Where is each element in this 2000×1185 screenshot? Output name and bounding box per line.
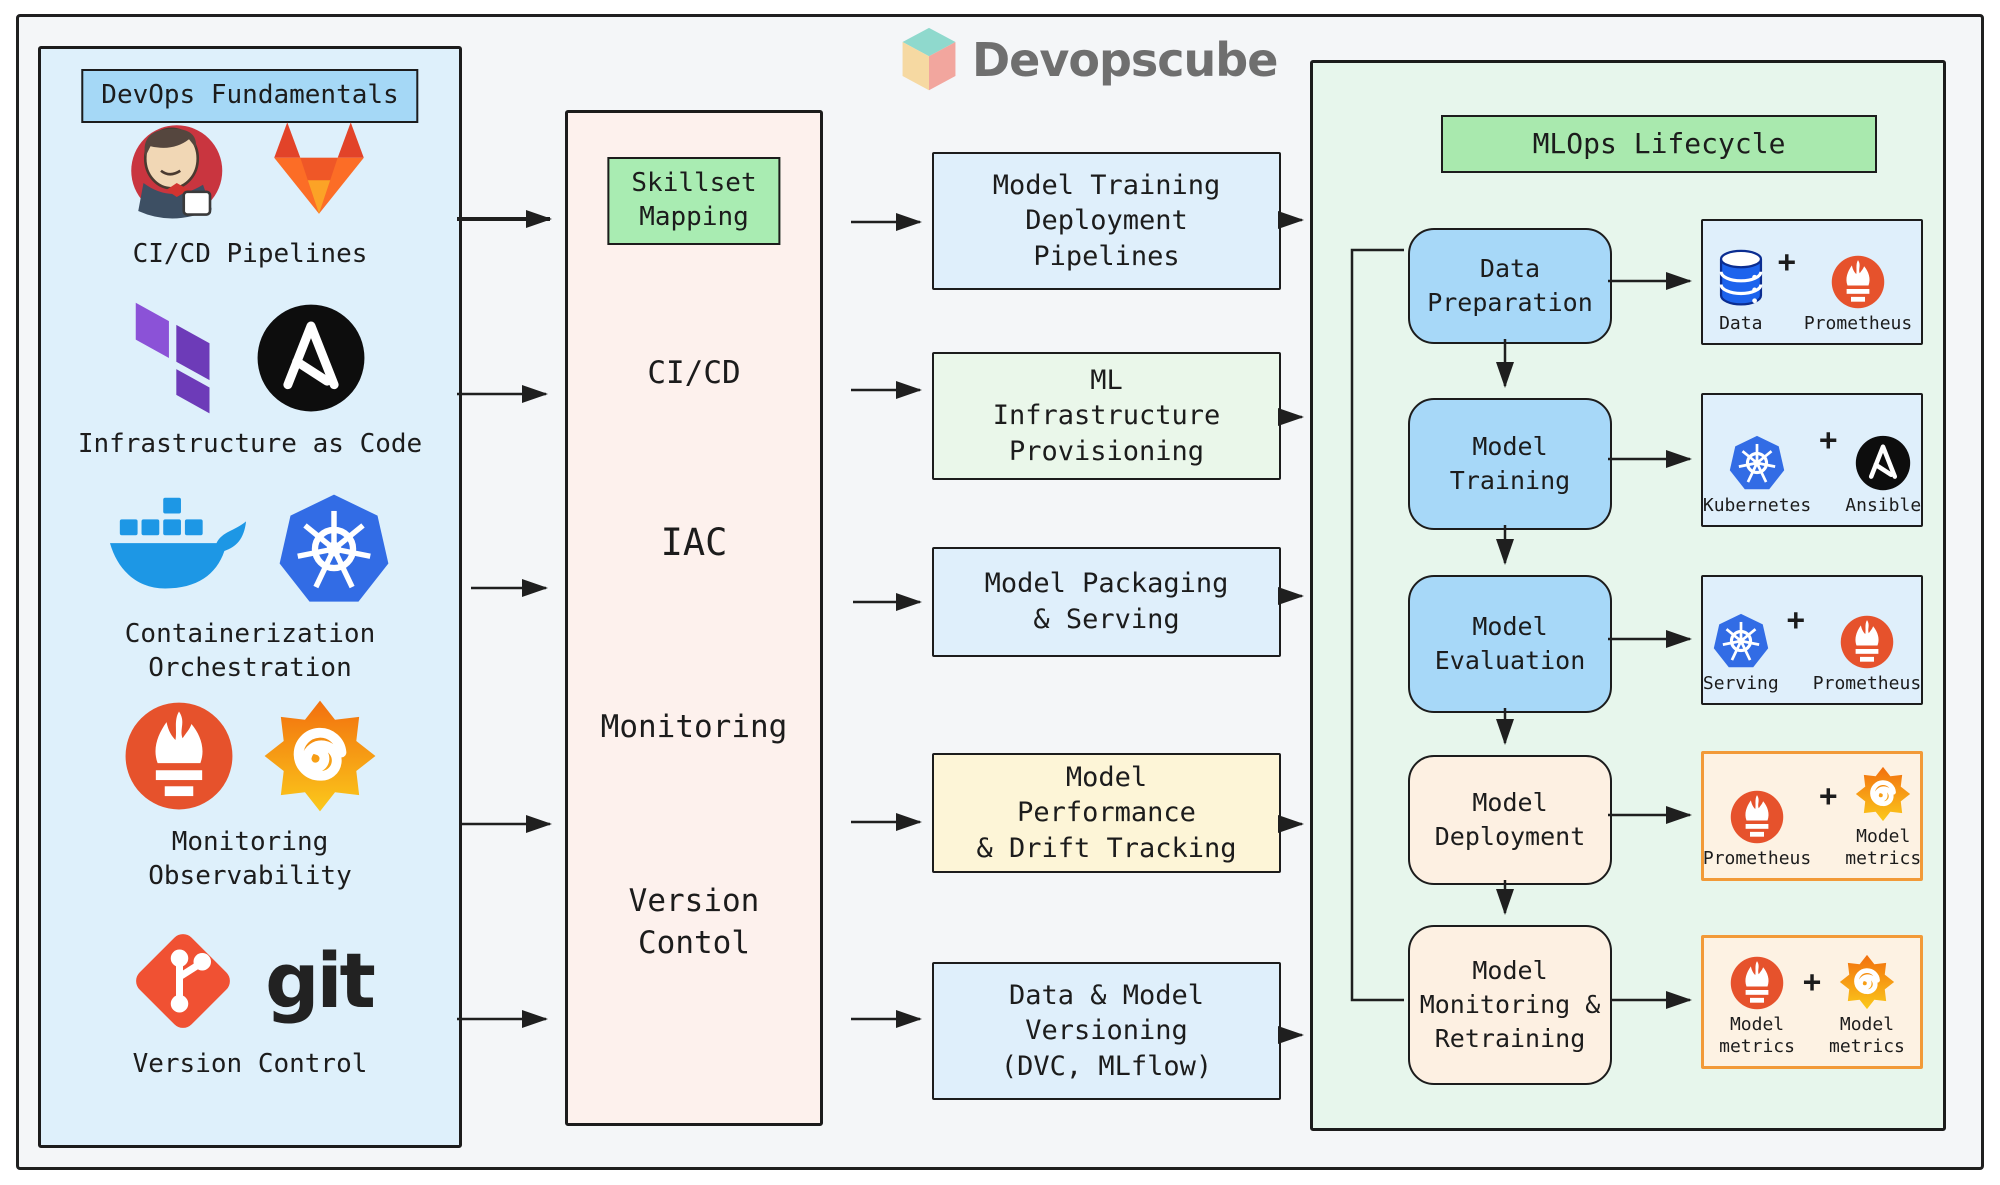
tools-prometheus-model-metrics: Prometheus + Model metrics: [1701, 751, 1923, 881]
devops-item-containers: Containerization Orchestration: [41, 491, 459, 686]
kubernetes-icon: [276, 491, 392, 607]
tool-cell-kubernetes: Kubernetes: [1703, 434, 1811, 517]
versioncontrol-caption: Version Control: [132, 1049, 368, 1079]
devops-fundamentals-panel: DevOps Fundamentals CI/CD Pipelines Infr…: [38, 46, 462, 1148]
mlops-lifecycle-panel: MLOps Lifecycle Data Preparation Model T…: [1310, 60, 1946, 1131]
plus-sign: +: [1819, 422, 1838, 458]
tool-cell-prometheus: Prometheus: [1703, 789, 1811, 870]
tool-cell-prometheus: Prometheus: [1813, 614, 1921, 695]
iac-icon-row: [132, 299, 368, 417]
plus-sign: +: [1777, 244, 1796, 280]
skill-label-cicd: CI/CD: [647, 355, 741, 392]
terraform-icon: [132, 299, 228, 417]
tools-model-metrics-model-metrics: Model metrics + Model metrics: [1701, 935, 1923, 1069]
tool-cell-data: Data: [1712, 248, 1770, 335]
prometheus-icon: [1839, 614, 1895, 670]
ansible-icon: [254, 301, 368, 415]
cicd-icon-row: [119, 111, 381, 227]
tool-cell-prometheus: Prometheus: [1804, 254, 1912, 335]
devopscube-logo: Devopscube: [898, 26, 1278, 94]
mlops-lifecycle-title: MLOps Lifecycle: [1441, 115, 1877, 173]
devops-item-cicd: CI/CD Pipelines: [41, 111, 459, 271]
grafana-icon: [1839, 953, 1895, 1011]
tool-cell-serving: Serving: [1703, 612, 1779, 695]
mapping-box-performance-drift: Model Performance & Drift Tracking: [932, 753, 1281, 873]
devops-item-versioncontrol: git Version Control: [41, 925, 459, 1081]
devops-item-iac: Infrastructure as Code: [41, 299, 459, 461]
plus-sign: +: [1802, 964, 1822, 1000]
grafana-icon: [1855, 765, 1911, 823]
containers-icon-row: [108, 491, 392, 607]
devopscube-logo-text: Devopscube: [972, 33, 1278, 87]
kubernetes-icon: [1712, 612, 1770, 670]
skillset-mapping-panel: Skillset Mapping CI/CD IAC Monitoring Ve…: [565, 110, 823, 1126]
mapping-box-training-pipelines: Model Training Deployment Pipelines: [932, 152, 1281, 290]
containers-caption: Containerization Orchestration: [124, 619, 376, 684]
skill-label-iac: IAC: [660, 521, 728, 565]
kubernetes-icon: [1728, 434, 1786, 492]
git-wordmark: git: [265, 936, 376, 1025]
tools-data-prometheus: Data + Prometheus: [1701, 219, 1923, 345]
mapping-box-ml-infrastructure: ML Infrastructure Provisioning: [932, 352, 1281, 480]
prometheus-icon: [1729, 789, 1785, 845]
devops-fundamentals-title: DevOps Fundamentals: [81, 69, 419, 123]
stage-model-evaluation: Model Evaluation: [1408, 575, 1612, 713]
prometheus-icon: [1729, 955, 1785, 1011]
prometheus-icon: [122, 699, 236, 813]
monitoring-caption: Monitoring Observability: [148, 827, 352, 892]
stage-model-training: Model Training: [1408, 398, 1612, 530]
tool-cell-grafana-model-metrics: Model metrics: [1829, 953, 1905, 1058]
docker-icon: [108, 497, 250, 601]
mapping-box-data-model-versioning: Data & Model Versioning (DVC, MLflow): [932, 962, 1281, 1100]
plus-sign: +: [1819, 778, 1838, 814]
skill-label-version-contol: Version Contol: [628, 883, 760, 961]
stage-model-monitoring-retraining: Model Monitoring & Retraining: [1408, 925, 1612, 1085]
jenkins-icon: [119, 111, 231, 227]
iac-caption: Infrastructure as Code: [77, 429, 423, 459]
devopscube-cube-icon: [898, 26, 960, 94]
database-icon: [1712, 248, 1770, 310]
tools-serving-prometheus: Serving + Prometheus: [1701, 575, 1923, 705]
tool-cell-ansible: Ansible: [1845, 434, 1921, 517]
skill-label-monitoring: Monitoring: [600, 709, 788, 746]
plus-sign: +: [1786, 602, 1805, 638]
gitlab-icon: [257, 113, 381, 225]
tool-cell-prometheus-model-metrics: Model metrics: [1719, 955, 1795, 1058]
devops-item-monitoring: Monitoring Observability: [41, 697, 459, 894]
stage-data-preparation: Data Preparation: [1408, 228, 1612, 344]
skillset-mapping-title: Skillset Mapping: [607, 157, 781, 245]
versioncontrol-icon-row: git: [127, 925, 376, 1037]
monitoring-icon-row: [122, 697, 378, 815]
stage-model-deployment: Model Deployment: [1408, 755, 1612, 885]
grafana-icon: [262, 697, 378, 815]
prometheus-icon: [1830, 254, 1886, 310]
tools-kubernetes-ansible: Kubernetes + Ansible: [1701, 393, 1923, 527]
tool-cell-grafana-model-metrics: Model metrics: [1845, 765, 1921, 870]
cicd-caption: CI/CD Pipelines: [132, 239, 368, 269]
ansible-icon: [1854, 434, 1912, 492]
mapping-box-packaging-serving: Model Packaging & Serving: [932, 547, 1281, 657]
git-icon: [127, 925, 239, 1037]
